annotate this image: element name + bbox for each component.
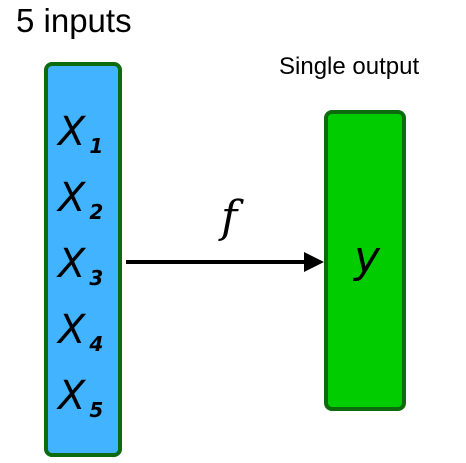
output-label: y (354, 232, 381, 283)
input-symbol: X (58, 175, 86, 221)
arrow-head (304, 252, 324, 272)
input-index: 5 (89, 398, 104, 422)
input-symbol: X (58, 241, 86, 287)
output-caption: Single output (279, 53, 420, 80)
input-box (44, 62, 122, 457)
input-symbol: X (58, 109, 86, 155)
input-symbol: X (58, 373, 86, 419)
title-label: 5 inputs (16, 2, 132, 39)
input-index: 1 (89, 134, 104, 158)
input-index: 4 (89, 332, 104, 356)
input-index: 3 (89, 266, 104, 290)
function-label: f (221, 192, 238, 243)
input-index: 2 (89, 200, 104, 224)
input-symbol: X (58, 307, 86, 353)
output-box (324, 110, 406, 411)
